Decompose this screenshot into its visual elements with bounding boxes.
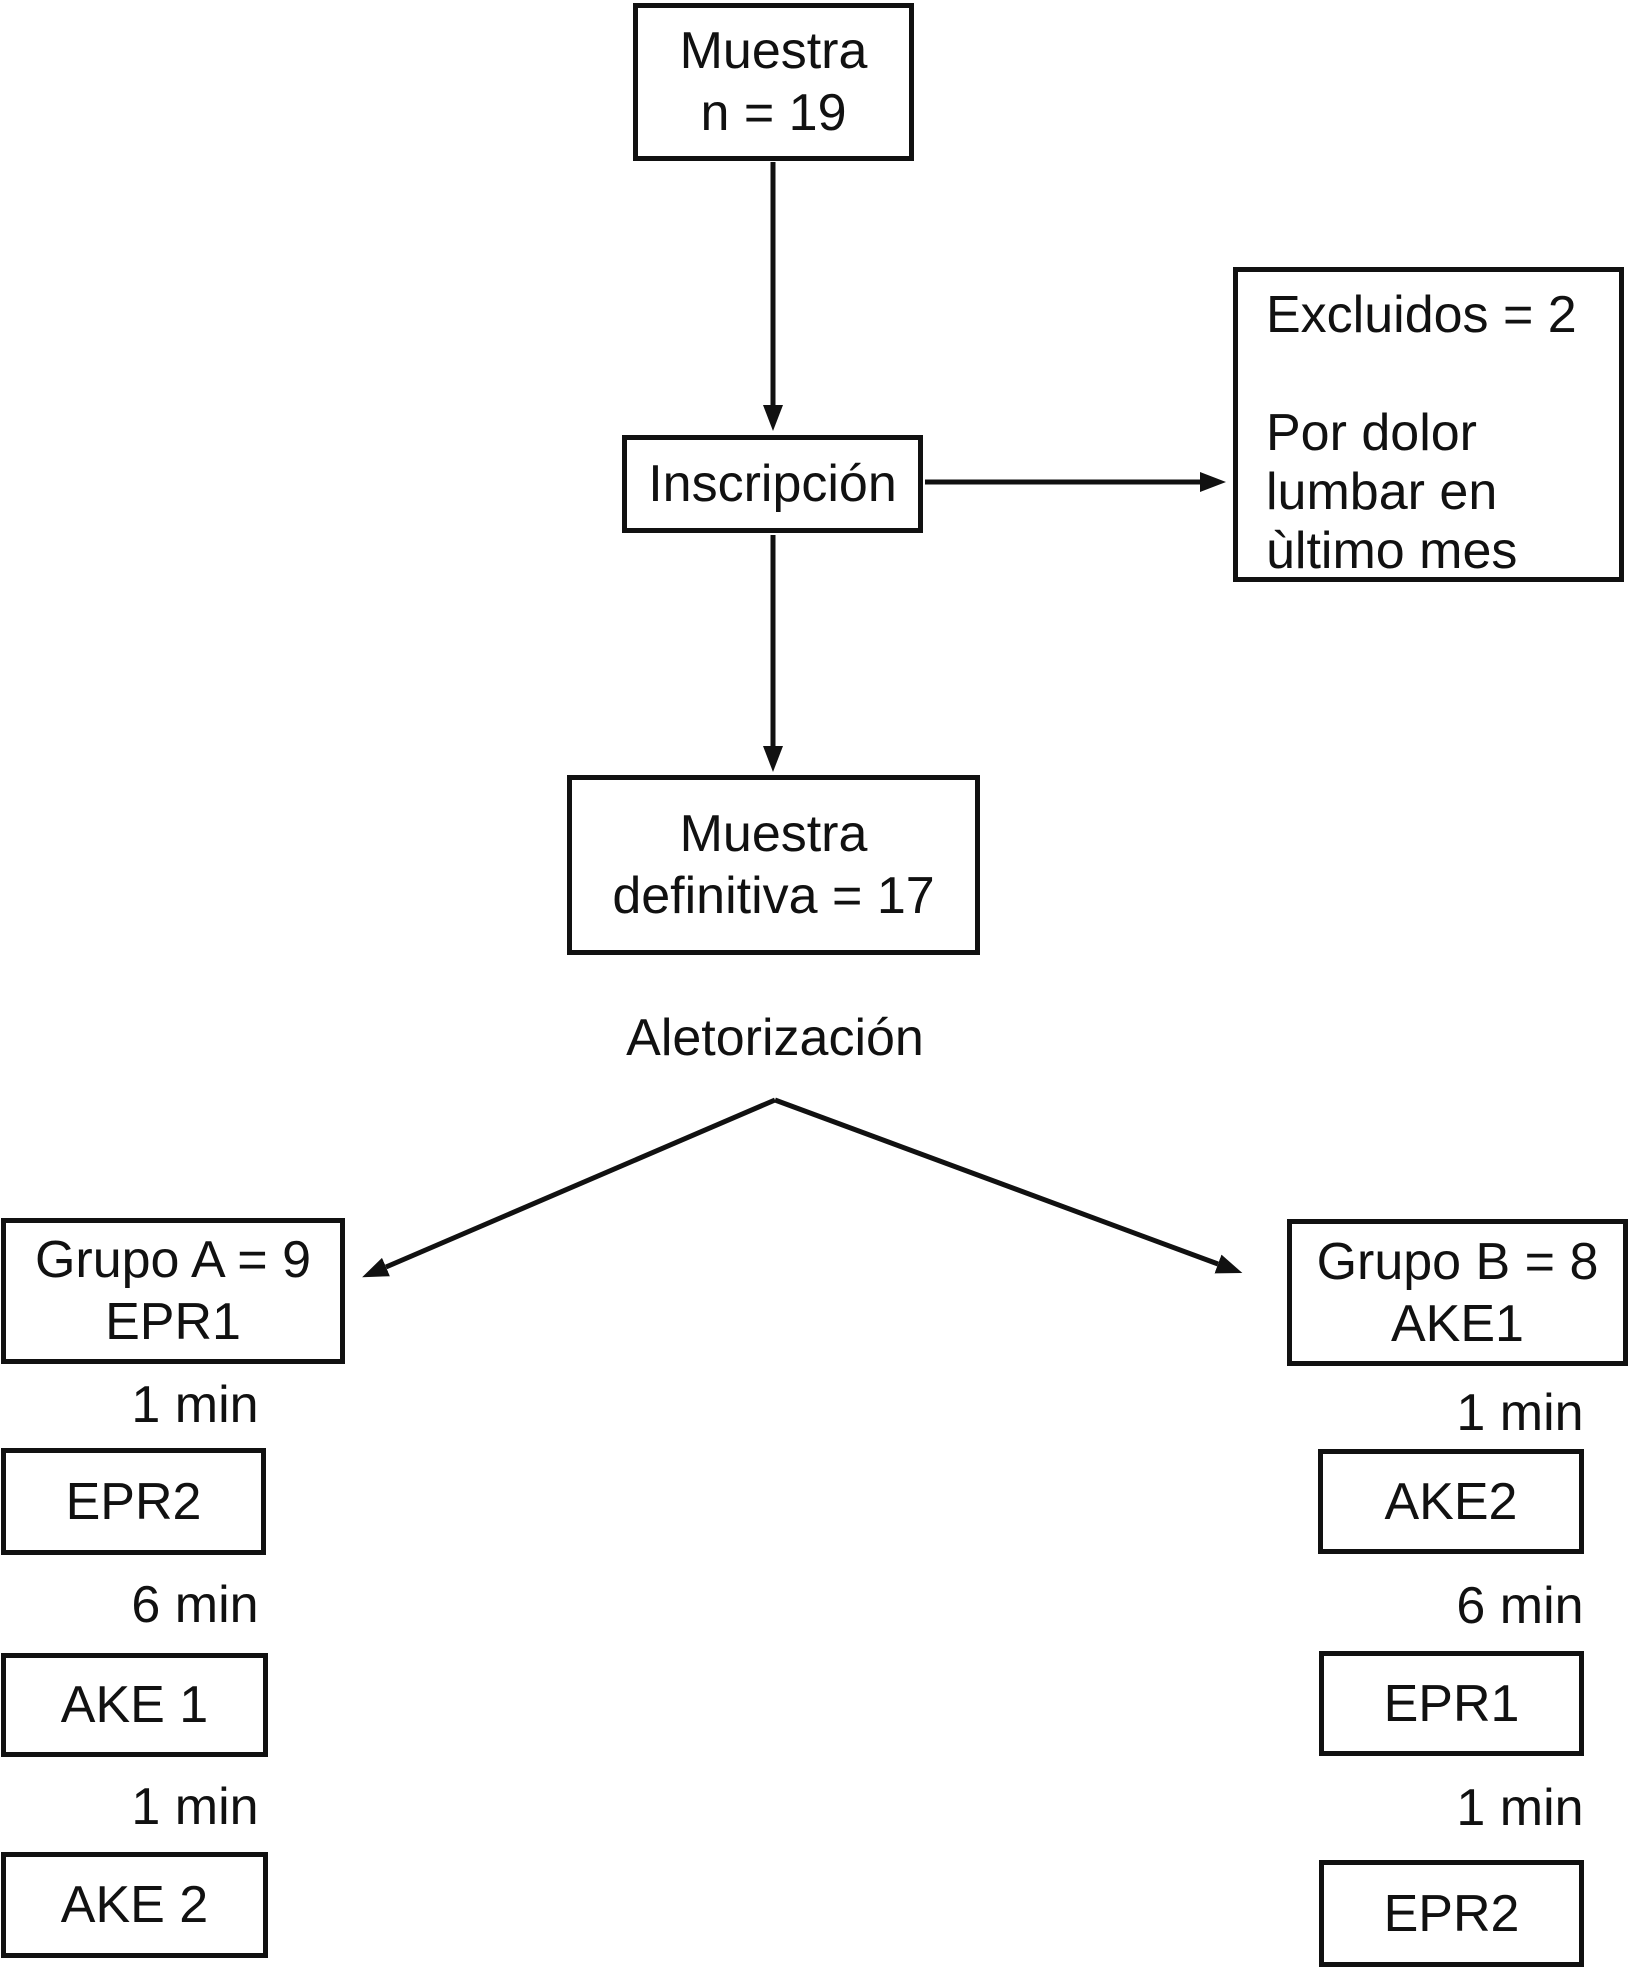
- randomization-label: Aletorización: [626, 1009, 924, 1067]
- group-b-line1: Grupo B = 8: [1316, 1232, 1599, 1291]
- excluded-title: Excluidos = 2: [1266, 286, 1577, 344]
- group-a-step1-label: EPR2: [65, 1472, 202, 1531]
- group-a-step2-label: AKE 1: [60, 1676, 209, 1734]
- sample-line2: n = 19: [700, 84, 847, 142]
- group-b-step3-box: EPR2: [1319, 1860, 1584, 1967]
- arrow-randomization-to-group-b-icon: [774, 1097, 1243, 1274]
- group-b-step2-box: EPR1: [1319, 1651, 1584, 1756]
- group-a-line2: EPR1: [105, 1293, 241, 1351]
- group-b-step1-label: AKE2: [1384, 1472, 1518, 1531]
- excluded-reason-line2: lumbar en: [1266, 463, 1498, 521]
- group-a-step2-box: AKE 1: [1, 1653, 268, 1757]
- group-b-interval1-label: 1 min: [1456, 1384, 1584, 1442]
- group-b-step2-label: EPR1: [1383, 1674, 1520, 1733]
- group-a-step3-box: AKE 2: [1, 1852, 268, 1958]
- enrollment-label: Inscripción: [648, 455, 897, 513]
- group-b-step3-label: EPR2: [1383, 1884, 1520, 1943]
- group-a-step1-box: EPR2: [1, 1448, 266, 1555]
- group-a-box: Grupo A = 9 EPR1: [1, 1218, 345, 1364]
- group-b-interval2-label: 6 min: [1456, 1577, 1584, 1635]
- arrow-randomization-to-group-a-icon: [362, 1097, 776, 1278]
- group-b-box: Grupo B = 8 AKE1: [1287, 1219, 1628, 1366]
- group-b-interval3-label: 1 min: [1456, 1779, 1584, 1837]
- sample-box: Muestra n = 19: [633, 3, 914, 161]
- final-sample-line2: definitiva = 17: [612, 867, 935, 925]
- final-sample-line1: Muestra: [679, 805, 868, 863]
- sample-line1: Muestra: [679, 22, 868, 80]
- group-a-interval1-label: 1 min: [131, 1376, 259, 1434]
- group-a-interval2-label: 6 min: [131, 1576, 259, 1634]
- group-a-step3-label: AKE 2: [60, 1876, 209, 1934]
- excluded-reason-line3: ùltimo mes: [1266, 522, 1518, 580]
- final-sample-box: Muestra definitiva = 17: [567, 775, 980, 955]
- enrollment-box: Inscripción: [622, 435, 923, 533]
- group-b-step1-box: AKE2: [1318, 1449, 1584, 1554]
- excluded-reason-line1: Por dolor: [1266, 404, 1477, 462]
- group-a-interval3-label: 1 min: [131, 1778, 259, 1836]
- excluded-box: Excluidos = 2 Por dolor lumbar en ùltimo…: [1233, 267, 1624, 582]
- group-b-line2: AKE1: [1391, 1294, 1524, 1353]
- group-a-line1: Grupo A = 9: [34, 1231, 312, 1289]
